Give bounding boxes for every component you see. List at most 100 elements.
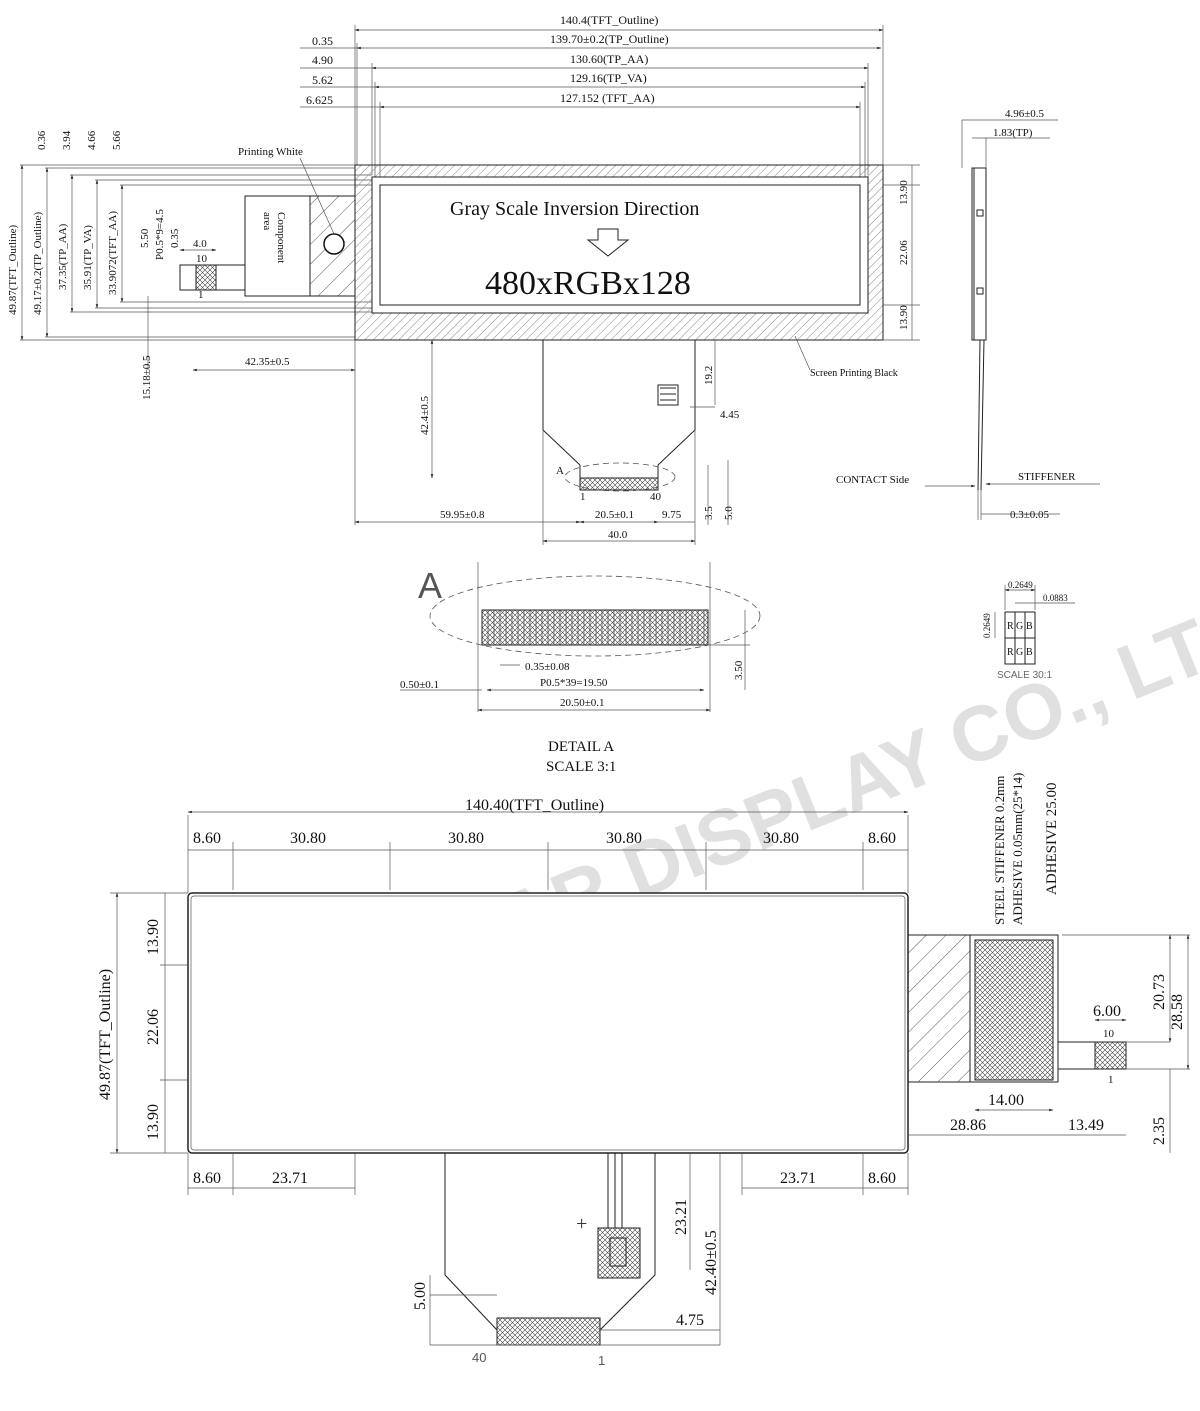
top-view: 140.4(TFT_Outline) 139.70±0.2(TP_Outline…	[7, 13, 920, 545]
side-thickness: 4.96±0.5	[1005, 108, 1045, 120]
fpc-right-pin-10: 10	[1103, 1028, 1115, 1040]
fpc-left-offset: 15.18±0.5	[141, 355, 153, 400]
stiffener-text: STEEL STIFFENER 0.2mm	[992, 776, 1007, 925]
v-offset-2: 3.94	[61, 130, 73, 150]
fpc-right-height: 28.58	[1169, 994, 1186, 1030]
pin-1-label: 1	[580, 491, 586, 503]
fpc-bottom-pin-1: 1	[598, 1353, 605, 1368]
side-tp: 1.83(TP)	[993, 127, 1033, 139]
v-offset-4: 5.66	[111, 130, 123, 150]
pixel-b-1: B	[1026, 621, 1033, 632]
tp-va-width: 129.16(TP_VA)	[570, 71, 647, 85]
fpc-3-5: 3.5	[703, 506, 715, 520]
fpc-bottom: A 1 40 42.4±0.5 15.18±0.5 42.35±0.5 19.2…	[141, 296, 740, 545]
detail-a-pins	[487, 610, 705, 645]
fpc-width-445: 4.45	[720, 409, 740, 421]
right-dim-2: 22.06	[898, 240, 910, 265]
screen-printing-label: Screen Printing Black	[810, 368, 898, 379]
pixel-g-1: G	[1016, 621, 1023, 632]
pixel-b-2: B	[1026, 647, 1033, 658]
fpc-left-distance: 42.35±0.5	[245, 356, 290, 368]
left-height-tp-va: 35.91(TP_VA)	[82, 225, 94, 290]
back-height: 49.87(TFT_Outline)	[97, 969, 114, 1100]
fpc-height-19: 19.2	[703, 366, 715, 385]
left-seg-2: 22.06	[145, 1009, 162, 1045]
tft-aa-width: 127.152 (TFT_AA)	[560, 91, 655, 105]
gray-scale-title: Gray Scale Inversion Direction	[450, 198, 699, 220]
left-height-tp: 49.17±0.2(TP_Outline)	[32, 211, 44, 315]
fpc-offset-2886: 28.86	[950, 1117, 986, 1134]
detail-a: A 0.35±0.08 0.50±0.1 P0.5*39=19.50 20.50…	[400, 562, 761, 775]
fpc-left: Component area Printing White 5.50 P0.5*…	[139, 146, 356, 301]
detail-pin-width: 0.35±0.08	[525, 661, 570, 673]
left-seg-1: 13.90	[145, 919, 162, 955]
top-seg-4: 30.80	[606, 830, 642, 847]
fpc-bottom-500: 5.00	[412, 1282, 429, 1310]
top-seg-2: 30.80	[290, 830, 326, 847]
fpc-bottom-475: 4.75	[676, 1312, 704, 1329]
detail-a-scale: SCALE 3:1	[546, 759, 616, 775]
left-offset-3: 5.62	[312, 73, 333, 87]
top-seg-1: 8.60	[193, 830, 221, 847]
fpc-connector-width: 20.5±0.1	[595, 509, 634, 521]
fpc-bottom-pin-40: 40	[472, 1350, 486, 1365]
fpc-dim-4: 4.0	[193, 238, 207, 250]
left-offset-2: 4.90	[312, 53, 333, 67]
fpc-offset-1349: 13.49	[1068, 1117, 1104, 1134]
tp-aa-width: 130.60(TP_AA)	[570, 52, 648, 66]
fpc-dim-2: P0.5*9=4.5	[154, 209, 166, 260]
pixel-pitch-x: 0.2649	[1008, 580, 1033, 590]
printing-white-logo-icon	[323, 233, 345, 255]
detail-a-letter: A	[418, 565, 442, 606]
component-area-1: Component	[275, 212, 287, 263]
callout-a: A	[556, 465, 564, 477]
pin-40-label: 40	[650, 491, 662, 503]
fpc-bottom-2321: 23.21	[673, 1199, 690, 1235]
pixel-r-2: R	[1007, 647, 1014, 658]
fpc-pin-1: 1	[198, 289, 204, 301]
adhesive-25: ADHESIVE 25.00	[1044, 783, 1060, 896]
fpc-left-edge: 59.95±0.8	[440, 509, 485, 521]
fpc-dim-1: 5.50	[139, 228, 151, 248]
side-view: 4.96±0.5 1.83(TP) CONTACT Side STIFFENER…	[836, 108, 1100, 521]
stiffener-label: STIFFENER	[1018, 471, 1076, 483]
fpc-bottom-4240: 42.40±0.5	[703, 1230, 720, 1295]
top-seg-5: 30.80	[763, 830, 799, 847]
stiffener-height: 20.73	[1151, 974, 1168, 1010]
right-dim-3: 13.90	[898, 305, 910, 330]
contact-side-label: CONTACT Side	[836, 474, 909, 486]
v-offset-1: 0.36	[36, 130, 48, 150]
right-dim-1: 13.90	[898, 180, 910, 205]
top-seg-6: 8.60	[868, 830, 896, 847]
panel-top: Gray Scale Inversion Direction 480xRGBx1…	[354, 164, 884, 341]
fpc-right-width: 6.00	[1093, 1003, 1121, 1020]
back-view: 140.40(TFT_Outline) 8.60 30.80 30.80 30.…	[97, 773, 1190, 1368]
pixel-detail: 0.2649 0.0883 0.2649 R G B R G B SCALE 3…	[982, 580, 1075, 681]
tft-outline-width: 140.4(TFT_Outline)	[560, 13, 658, 27]
left-offset-1: 0.35	[312, 34, 333, 48]
fpc-5-0: 5.0	[723, 506, 735, 520]
stiffener-width: 14.00	[988, 1092, 1024, 1109]
bottom-seg-2: 23.71	[272, 1170, 308, 1187]
detail-height: 3.50	[733, 660, 745, 680]
left-height-tft-aa: 33.9072(TFT_AA)	[107, 211, 119, 295]
back-panel	[187, 892, 909, 1154]
resolution-label: 480xRGBx128	[485, 265, 691, 302]
top-seg-3: 30.80	[448, 830, 484, 847]
tp-outline-width: 139.70±0.2(TP_Outline)	[550, 32, 669, 46]
component-area-2: area	[261, 212, 273, 230]
pixel-pitch-y: 0.2649	[982, 613, 992, 638]
back-outline-width: 140.40(TFT_Outline)	[465, 797, 604, 814]
left-offset-4: 6.625	[306, 93, 333, 107]
detail-pitch: P0.5*39=19.50	[540, 677, 608, 689]
left-height-tp-aa: 37.35(TP_AA)	[57, 223, 69, 290]
pixel-r-1: R	[1007, 621, 1014, 632]
v-offset-3: 4.66	[86, 130, 98, 150]
fpc-right-offset: 9.75	[662, 509, 682, 521]
left-height-tft: 49.87(TFT_Outline)	[7, 225, 19, 315]
inversion-arrow-icon	[586, 228, 630, 257]
fpc-pin-10: 10	[196, 253, 208, 265]
left-seg-3: 13.90	[145, 1104, 162, 1140]
fpc-dim-3: 0.35	[169, 228, 181, 248]
